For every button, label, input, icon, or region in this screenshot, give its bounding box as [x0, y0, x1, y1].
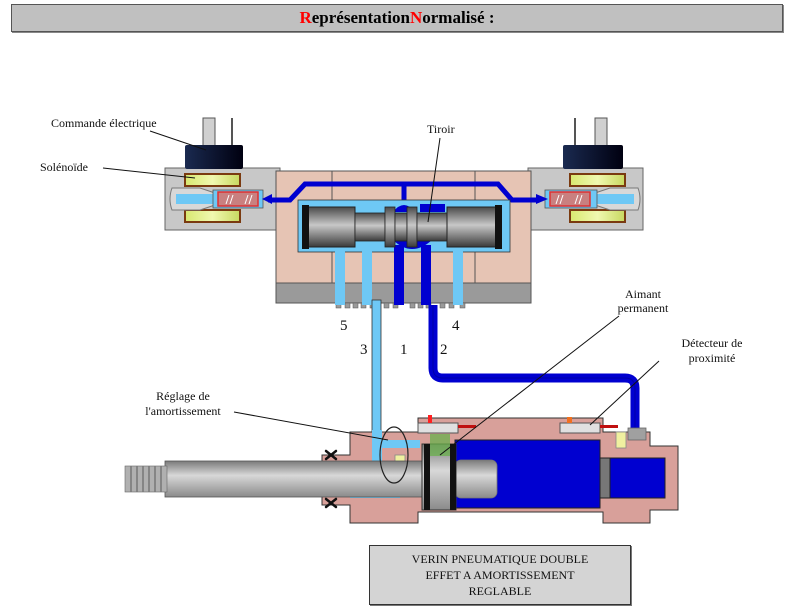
- proximity-sensor-right: [559, 417, 618, 434]
- label-aimant-1: Aimant: [625, 287, 662, 301]
- port-label-5: 5: [340, 318, 348, 334]
- left-coil-bottom: [184, 209, 241, 223]
- caption-line-3: REGLABLE: [468, 584, 532, 598]
- right-electrical-connector: [563, 145, 623, 169]
- threaded-rod-end: [124, 465, 168, 493]
- right-coil-bottom: [569, 209, 626, 223]
- right-terminal-pin: [594, 117, 608, 147]
- right-plunger-springs: [555, 194, 583, 205]
- title-letter-n: N: [409, 8, 423, 27]
- port-label-1: 1: [400, 342, 408, 358]
- title-letter-r: R: [299, 8, 312, 27]
- leader-lines: [102, 130, 660, 456]
- label-aimant-2: permanent: [618, 301, 669, 315]
- caption-line-2: EFFET A AMORTISSEMENT: [425, 568, 575, 582]
- port-fittings: [335, 302, 466, 309]
- title-text-1: eprésentation: [311, 8, 410, 27]
- port-label-2: 2: [440, 342, 448, 358]
- proximity-sensor-left: [417, 415, 476, 434]
- label-solenoide: Solénoïde: [40, 160, 88, 174]
- port-label-3: 3: [360, 342, 368, 358]
- wiper-seals: [324, 449, 338, 509]
- right-coil-top: [569, 173, 626, 187]
- title-text-2: ormalisé :: [422, 8, 495, 27]
- spool: [302, 205, 502, 249]
- left-electrical-connector: [185, 145, 243, 169]
- valve-body: [164, 167, 644, 309]
- diagram-caption: VERIN PNEUMATIQUE DOUBLE EFFET A AMORTIS…: [369, 545, 631, 605]
- wiper-seal-bottom-icon: [324, 497, 338, 509]
- label-commande-electrique: Commande électrique: [51, 116, 157, 130]
- cushioning-highlight: [379, 426, 409, 484]
- caption-line-1: VERIN PNEUMATIQUE DOUBLE: [411, 552, 589, 566]
- cushion-screw-right: [615, 431, 627, 449]
- port-label-4: 4: [452, 318, 460, 334]
- left-coil-top: [184, 173, 241, 187]
- label-reglage-2: l'amortissement: [145, 404, 221, 418]
- left-solenoid: [169, 117, 272, 223]
- label-detecteur-2: proximité: [689, 351, 736, 365]
- right-solenoid: [536, 117, 641, 223]
- label-detecteur-1: Détecteur de: [682, 336, 743, 350]
- label-reglage-1: Réglage de: [156, 389, 210, 403]
- cylinder: [124, 415, 679, 524]
- wiper-seal-top-icon: [324, 449, 338, 461]
- label-tiroir: Tiroir: [427, 122, 455, 136]
- left-plunger-springs: [225, 194, 253, 205]
- permanent-magnet: [430, 434, 450, 456]
- exhaust-pipe: [371, 299, 382, 436]
- left-plunger: [217, 191, 259, 207]
- left-terminal-pin: [202, 117, 216, 147]
